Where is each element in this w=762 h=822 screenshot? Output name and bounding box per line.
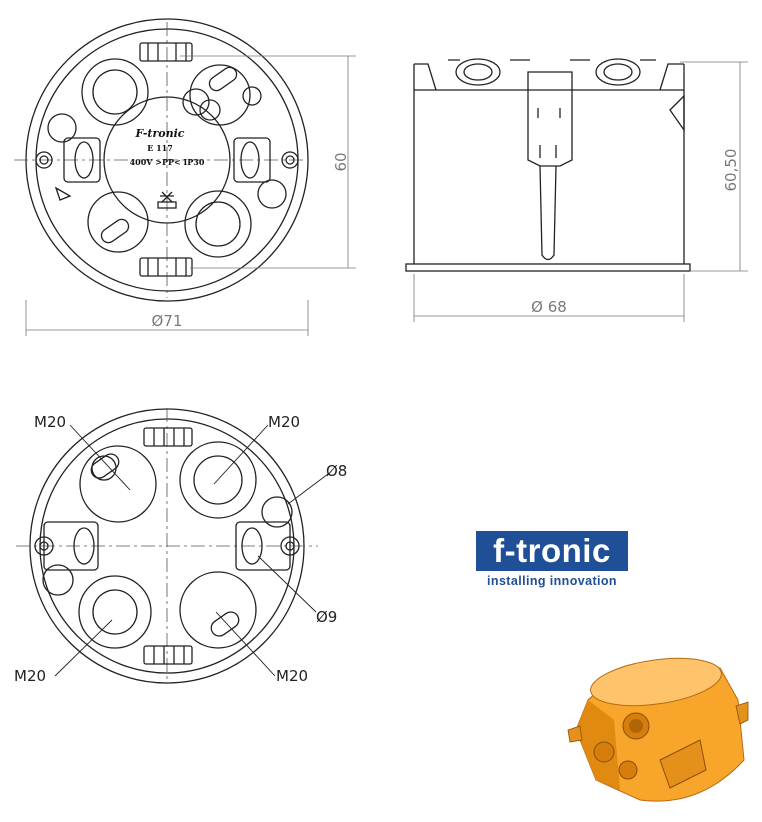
orange-box-render [567,657,749,802]
top-view-dimension-lines [25,55,356,336]
label-m20-top-right: M20 [268,413,300,431]
brand-tagline: installing innovation [487,574,617,588]
label-m20-bottom-right: M20 [276,667,308,685]
side-view-dimension-lines [413,61,748,322]
label-m20-bottom-left: M20 [14,667,46,685]
brand-logo-name: f-tronic [493,532,611,569]
top-view-diameter-label: Ø71 [152,312,183,330]
label-d8: Ø8 [326,462,347,480]
side-view [405,58,691,272]
label-d9: Ø9 [316,608,337,626]
label-m20-top-left: M20 [34,413,66,431]
top-view-brand: F-tronic [135,127,185,140]
top-view-rating: 400V >PP< IP30 [130,157,205,167]
side-view-height-label: 60,50 [722,149,740,192]
bottom-view [16,408,318,684]
brand-logo: f-tronic [476,531,628,571]
bottom-view-leader-lines [54,424,329,677]
top-view [14,18,309,302]
top-view-height-label: 60 [332,152,350,171]
side-view-diameter-label: Ø 68 [531,298,567,316]
top-view-code: E 117 [147,143,173,153]
